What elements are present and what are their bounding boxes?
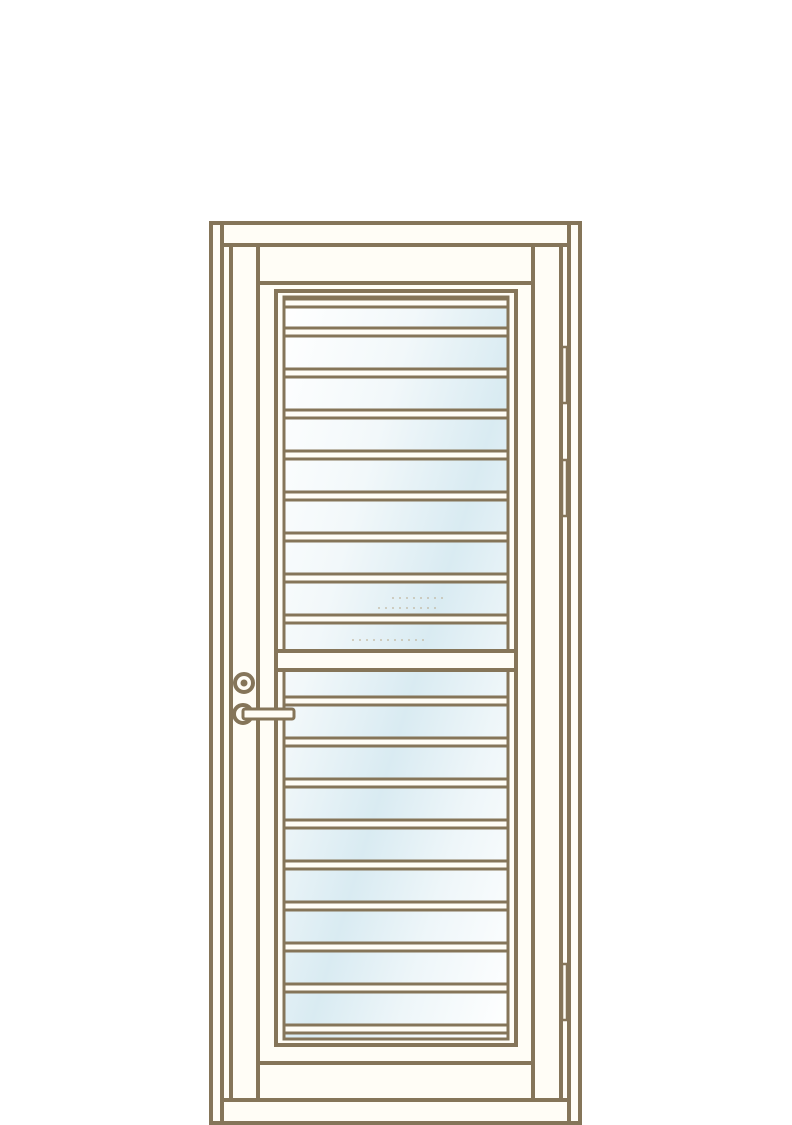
middle-rail bbox=[274, 649, 518, 672]
hinge-bottom-icon bbox=[560, 962, 569, 1022]
lever-handle-icon bbox=[232, 703, 296, 725]
hinge-middle-icon bbox=[560, 458, 569, 518]
louver-slat bbox=[282, 900, 510, 912]
louver-slat bbox=[282, 613, 510, 625]
louver-slat bbox=[282, 859, 510, 871]
door-stiles bbox=[256, 245, 535, 1100]
louver-slat bbox=[282, 408, 510, 420]
louver-slat bbox=[282, 736, 510, 748]
louver-slat bbox=[282, 818, 510, 830]
louver-slat bbox=[282, 982, 510, 994]
louver-slat bbox=[282, 531, 510, 543]
louver-slat bbox=[282, 367, 510, 379]
louver-slat bbox=[282, 449, 510, 461]
louver-slat bbox=[282, 326, 510, 338]
louver-slat bbox=[282, 941, 510, 953]
louver-slat bbox=[282, 695, 510, 707]
louver-slat bbox=[282, 777, 510, 789]
louver-slat bbox=[282, 490, 510, 502]
glass-reflection bbox=[352, 597, 446, 641]
louver-slat bbox=[282, 1023, 510, 1035]
lock-cylinder-icon bbox=[233, 672, 255, 694]
hinge-top-icon bbox=[560, 345, 569, 405]
louver-slat bbox=[282, 297, 510, 309]
louver-slats bbox=[282, 297, 510, 1035]
louver-slat bbox=[282, 572, 510, 584]
